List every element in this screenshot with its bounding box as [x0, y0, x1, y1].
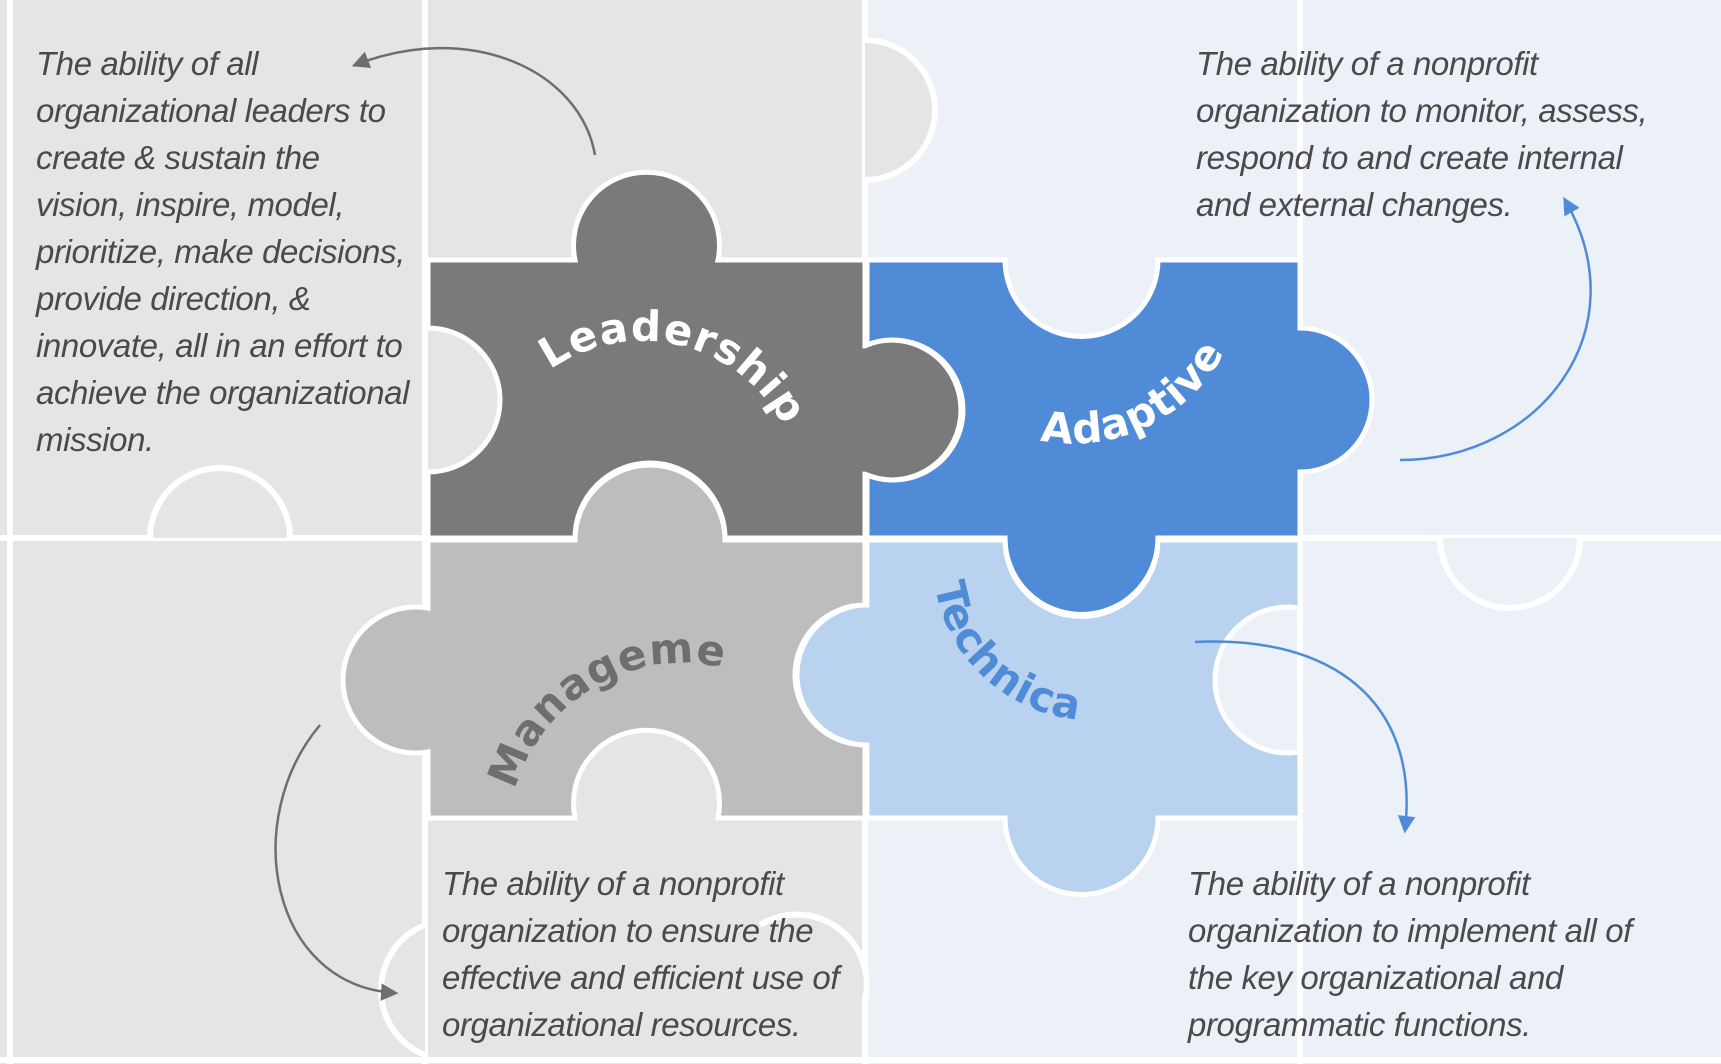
management-piece [340, 462, 868, 821]
adaptive-description: The ability of a nonprofit organization … [1196, 45, 1648, 223]
management-description: The ability of a nonprofit organization … [442, 865, 840, 1043]
technical-arrow [1194, 640, 1416, 834]
management-arrow [274, 724, 399, 1001]
leadership-arrow [351, 46, 597, 156]
leadership-description: The ability of all organizational leader… [36, 45, 410, 458]
technical-piece [794, 537, 1303, 897]
technical-description: The ability of a nonprofit organization … [1188, 865, 1632, 1043]
adaptive-arrow [1399, 196, 1592, 462]
